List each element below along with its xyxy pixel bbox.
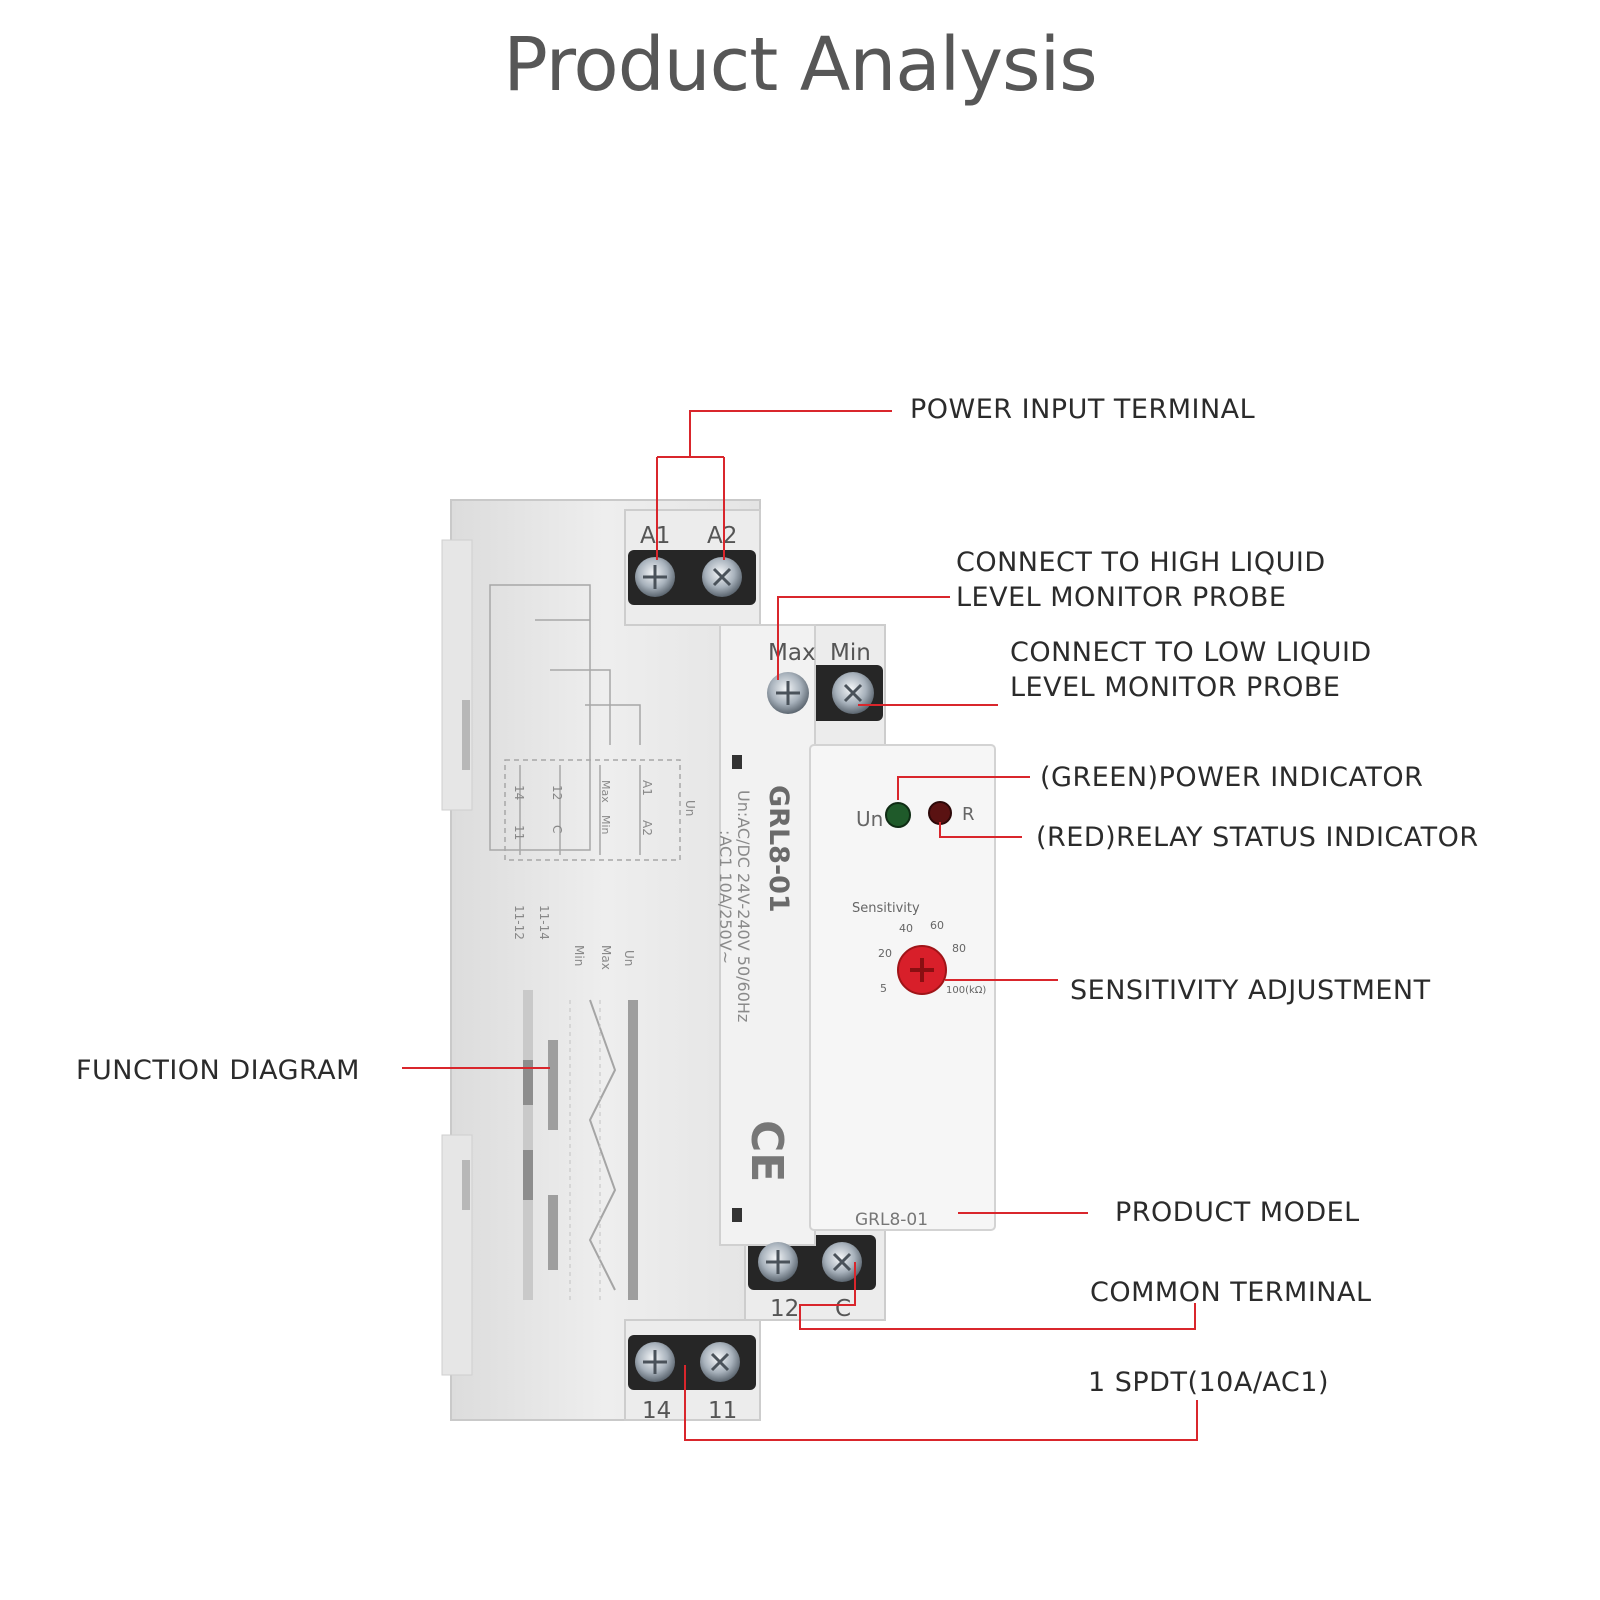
callout-function-diagram: FUNCTION DIAGRAM bbox=[76, 1055, 360, 1086]
relay-indicator-led bbox=[928, 801, 952, 825]
spec-line-1: Un:AC/DC 24V-240V 50/60Hz bbox=[734, 790, 753, 1022]
screw-a2 bbox=[702, 557, 742, 597]
callout-product-model: PRODUCT MODEL bbox=[1115, 1197, 1360, 1228]
label-max: Max bbox=[768, 640, 816, 666]
schematic-min: Min bbox=[599, 815, 612, 835]
sensitivity-label: Sensitivity bbox=[852, 901, 920, 916]
label-12: 12 bbox=[770, 1296, 799, 1322]
label-min: Min bbox=[830, 640, 871, 666]
callout-high-probe: CONNECT TO HIGH LIQUID LEVEL MONITOR PRO… bbox=[956, 547, 1326, 613]
label-a1: A1 bbox=[640, 523, 670, 549]
diagram-min: Min bbox=[572, 945, 586, 966]
front-panel bbox=[809, 744, 996, 1231]
dial-tick-5: 5 bbox=[880, 982, 887, 995]
label-c: C bbox=[835, 1296, 851, 1322]
screw-c bbox=[822, 1242, 862, 1282]
screw-12 bbox=[758, 1242, 798, 1282]
schematic-max: Max bbox=[599, 780, 612, 803]
callout-power-indicator: (GREEN)POWER INDICATOR bbox=[1040, 762, 1424, 793]
function-timing-diagram bbox=[523, 990, 638, 1300]
schematic-a1: A1 bbox=[640, 780, 654, 796]
callout-low-probe: CONNECT TO LOW LIQUID LEVEL MONITOR PROB… bbox=[1010, 637, 1372, 703]
diagram-11-12: 11-12 bbox=[512, 905, 526, 940]
wiring-schematic bbox=[489, 584, 681, 861]
callout-sensitivity: SENSITIVITY ADJUSTMENT bbox=[1070, 975, 1431, 1006]
label-un: Un bbox=[856, 807, 883, 831]
screw-11 bbox=[700, 1342, 740, 1382]
dial-tick-20: 20 bbox=[878, 947, 892, 960]
model-side: GRL8-01 bbox=[763, 785, 794, 913]
diagram-11-14: 11-14 bbox=[537, 905, 551, 940]
schematic-14: 14 bbox=[512, 785, 526, 800]
schematic-un: Un bbox=[683, 800, 697, 816]
label-r: R bbox=[962, 804, 975, 825]
screw-max bbox=[767, 672, 809, 714]
label-a2: A2 bbox=[707, 523, 737, 549]
diagram-un: Un bbox=[622, 950, 636, 966]
spec-line-2: :AC1 10A/250V~ bbox=[716, 830, 735, 964]
callout-spdt: 1 SPDT(10A/AC1) bbox=[1088, 1367, 1329, 1398]
knob-slot-icon bbox=[910, 958, 934, 982]
dial-tick-80: 80 bbox=[952, 942, 966, 955]
screw-14 bbox=[635, 1342, 675, 1382]
dial-tick-100: 100(kΩ) bbox=[946, 985, 986, 996]
schematic-a2: A2 bbox=[640, 820, 654, 836]
callout-relay-indicator: (RED)RELAY STATUS INDICATOR bbox=[1036, 822, 1479, 853]
front-face-main bbox=[719, 624, 816, 1246]
dial-tick-60: 60 bbox=[930, 919, 944, 932]
callout-power-input: POWER INPUT TERMINAL bbox=[910, 394, 1256, 425]
screw-min bbox=[832, 672, 874, 714]
page-title: Product Analysis bbox=[503, 22, 1097, 108]
callout-common-terminal: COMMON TERMINAL bbox=[1090, 1277, 1372, 1308]
schematic-11: 11 bbox=[512, 825, 526, 840]
power-indicator-led bbox=[885, 802, 911, 828]
label-14: 14 bbox=[642, 1398, 671, 1424]
schematic-12: 12 bbox=[550, 785, 564, 800]
screw-a1 bbox=[635, 557, 675, 597]
diagram-max: Max bbox=[599, 945, 613, 970]
dial-tick-40: 40 bbox=[899, 922, 913, 935]
label-11: 11 bbox=[708, 1398, 737, 1424]
ce-mark: CE bbox=[741, 1120, 792, 1182]
model-front: GRL8-01 bbox=[855, 1210, 928, 1230]
schematic-c: C bbox=[550, 825, 564, 833]
